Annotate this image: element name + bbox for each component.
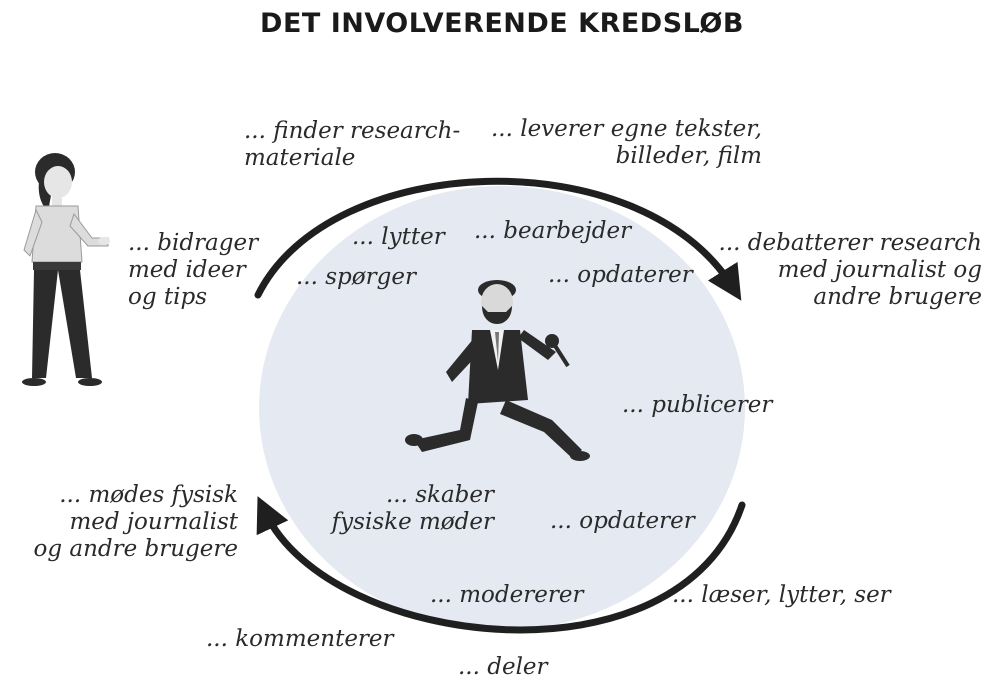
label-debatterer-line-1: ... debatterer research (718, 230, 982, 256)
label-opdaterer-top: ... opdaterer (548, 262, 693, 288)
label-skaber-line-1: ... skaber (385, 482, 494, 508)
label-finder-line-1: ... finder research- (244, 118, 461, 144)
label-skaber: ... skaber fysiske møder (332, 482, 494, 536)
label-laeser: ... læser, lytter, ser (672, 582, 891, 608)
label-finder: ... finder research- materiale (244, 118, 460, 172)
label-bidrager: ... bidrager med ideer og tips (128, 230, 258, 311)
label-modes-line-3: og andre brugere (33, 536, 238, 562)
label-leverer-line-2: billeder, film (615, 143, 762, 169)
label-modes: ... mødes fysisk med journalist og andre… (33, 482, 238, 563)
center-circle (259, 186, 745, 630)
label-lytter: ... lytter (352, 224, 445, 250)
label-debatterer: ... debatterer research med journalist o… (719, 230, 982, 311)
label-opdaterer-bottom: ... opdaterer (550, 508, 695, 534)
label-bidrager-line-1: ... bidrager (128, 230, 259, 256)
label-debatterer-line-2: med journalist og (777, 257, 982, 283)
label-sporger: ... spørger (296, 264, 416, 290)
label-publicerer: ... publicerer (622, 392, 773, 418)
label-modererer: ... modererer (430, 582, 584, 608)
bottom-cycle-arrow (256, 496, 746, 634)
diagram-title: DET INVOLVERENDE KREDSLØB (260, 8, 744, 39)
woman-user-icon (22, 153, 110, 386)
label-skaber-line-2: fysiske møder (331, 509, 494, 535)
label-leverer: ... leverer egne tekster, billeder, film (491, 116, 762, 170)
label-modes-line-1: ... mødes fysisk (59, 482, 238, 508)
label-debatterer-line-3: andre brugere (813, 284, 982, 310)
label-finder-line-2: materiale (244, 145, 356, 171)
label-bidrager-line-3: og tips (128, 284, 208, 310)
journalist-icon (405, 280, 590, 461)
label-bidrager-line-2: med ideer (128, 257, 246, 283)
label-deler: ... deler (458, 654, 548, 680)
label-kommenterer: ... kommenterer (206, 626, 394, 652)
top-cycle-arrow (254, 177, 742, 301)
label-bearbejder: ... bearbejder (474, 218, 632, 244)
label-modes-line-2: med journalist (69, 509, 238, 535)
label-leverer-line-1: ... leverer egne tekster, (490, 116, 762, 142)
